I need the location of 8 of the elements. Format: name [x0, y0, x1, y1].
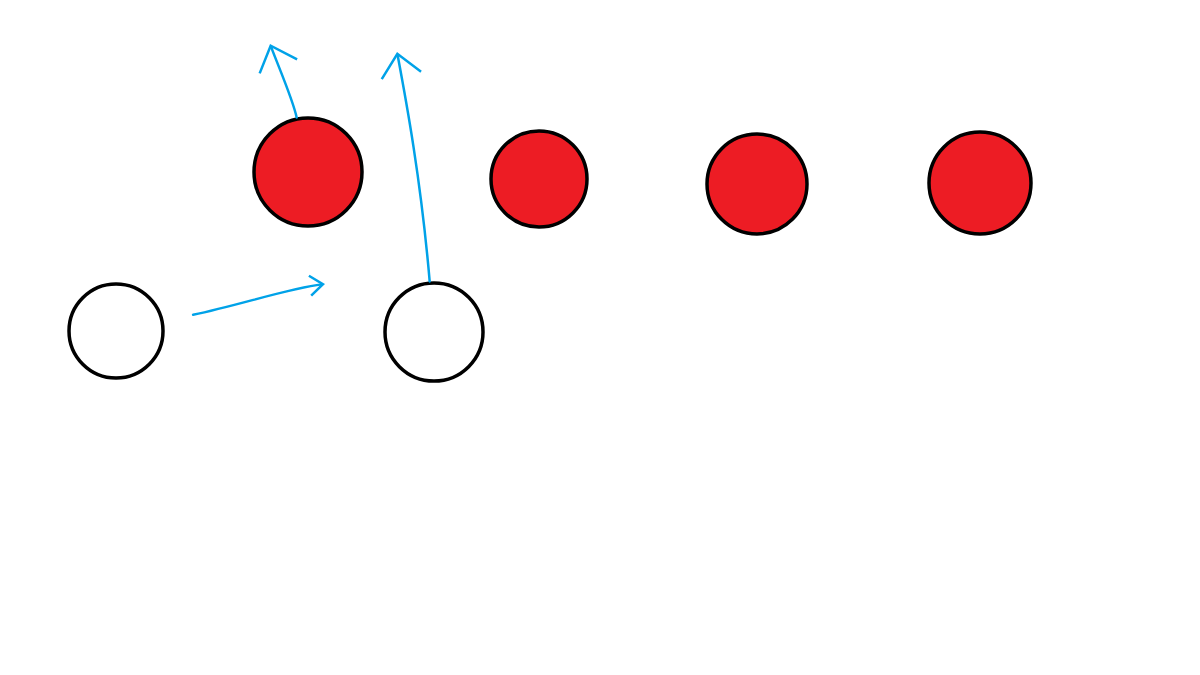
filled-circle [705, 132, 809, 236]
arrow [380, 52, 431, 283]
hollow-circle [383, 281, 485, 383]
arrow [191, 274, 325, 317]
filled-circle [252, 116, 364, 228]
filled-circle [489, 129, 589, 229]
hollow-circle [67, 282, 165, 380]
filled-circle [927, 130, 1033, 236]
